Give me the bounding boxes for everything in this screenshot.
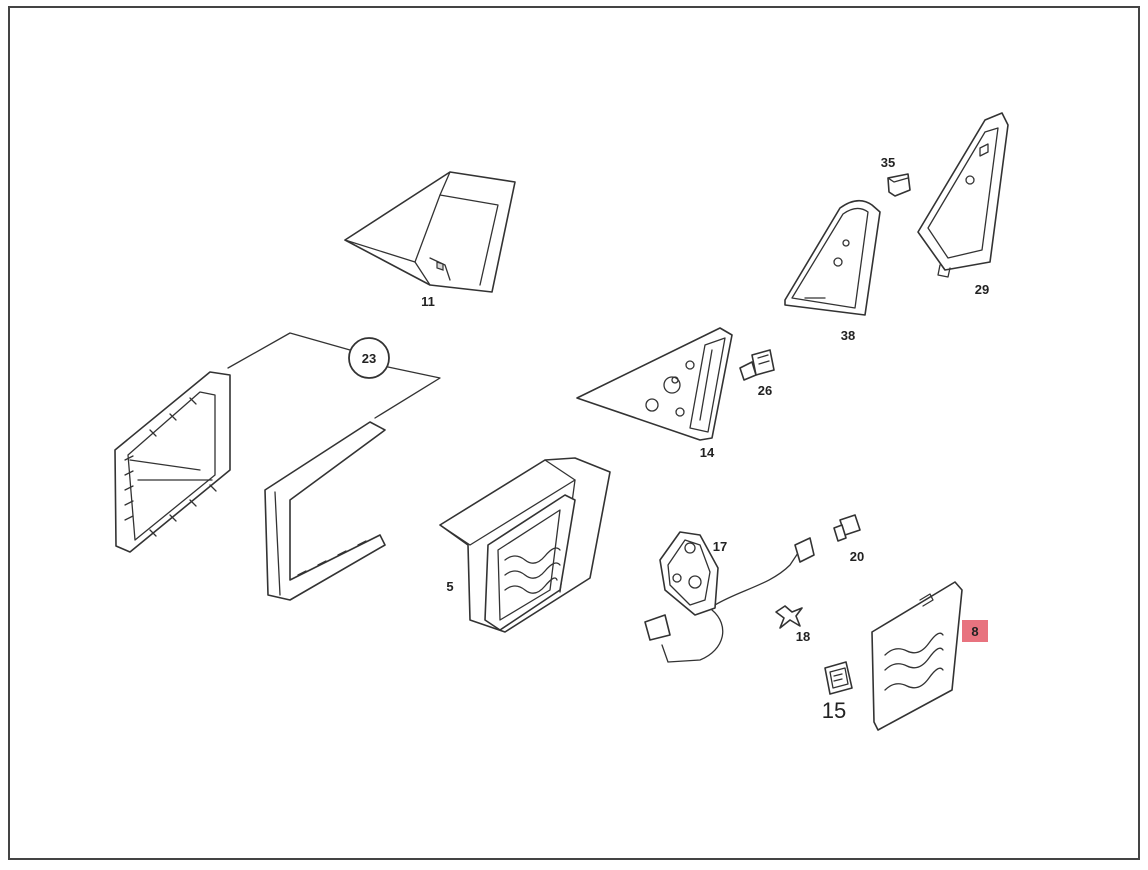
part-29-trim-frame[interactable] — [917, 112, 1009, 278]
part-20-plug[interactable] — [833, 514, 861, 542]
callout-23-circle — [348, 337, 390, 379]
callout-5: 5 — [446, 579, 453, 594]
callout-11: 11 — [421, 294, 435, 309]
callout-38: 38 — [841, 328, 855, 343]
callout-14: 14 — [700, 445, 715, 460]
part-38-cover[interactable] — [784, 199, 881, 316]
part-23-gasket-kit[interactable] — [114, 332, 441, 601]
part-17-motor[interactable] — [644, 531, 815, 663]
callout-8[interactable]: 8 — [971, 624, 978, 639]
part-11-housing[interactable] — [344, 171, 516, 293]
callout-35: 35 — [881, 155, 895, 170]
callout-23: 23 — [362, 351, 376, 366]
callout-17: 17 — [713, 539, 727, 554]
callout-8-highlight — [962, 620, 988, 642]
part-18-spring-clip[interactable] — [775, 605, 803, 629]
part-14-mounting-plate[interactable] — [576, 327, 733, 441]
callout-18: 18 — [796, 629, 810, 644]
part-5-mirror-assembly[interactable] — [439, 457, 611, 633]
part-8-mirror-glass[interactable] — [871, 581, 963, 731]
part-26-screw[interactable] — [739, 349, 775, 381]
callout-29: 29 — [975, 282, 989, 297]
callout-15: 15 — [822, 698, 846, 723]
part-35-clip[interactable] — [887, 173, 911, 197]
callout-20: 20 — [850, 549, 864, 564]
callout-26: 26 — [758, 383, 772, 398]
part-15-switch[interactable] — [824, 661, 853, 695]
